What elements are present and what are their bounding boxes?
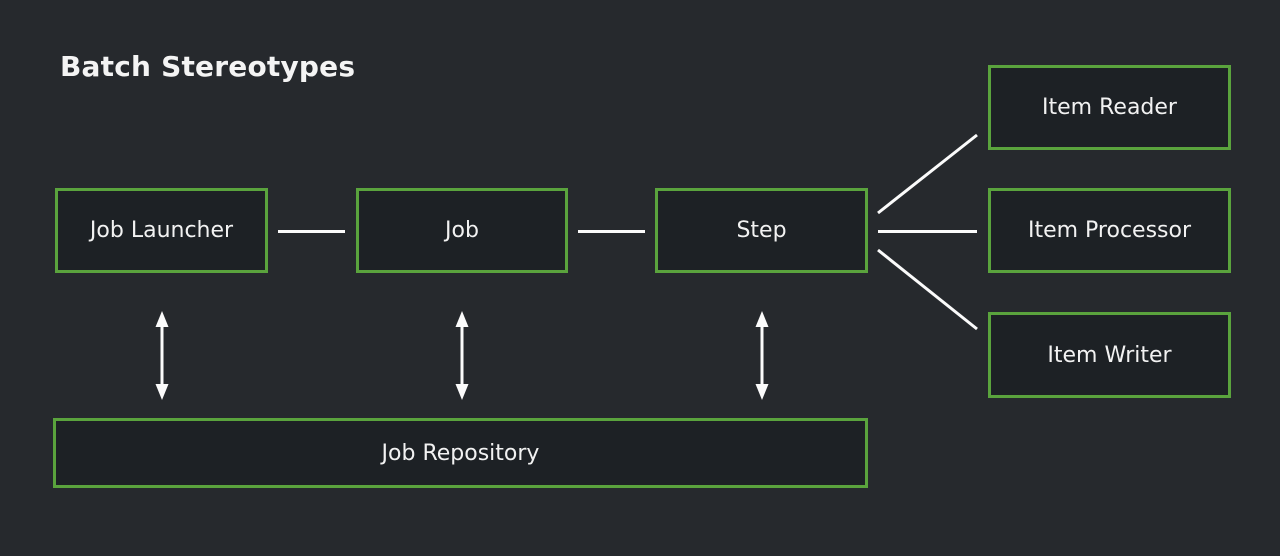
node-job-launcher-label: Job Launcher [89, 218, 234, 243]
node-job-repository-label: Job Repository [381, 440, 540, 466]
node-job: Job [356, 188, 568, 273]
edge-step-item-reader [877, 133, 978, 215]
edge-step-item-writer [877, 248, 978, 331]
arrow-up-icon [455, 311, 469, 327]
node-item-writer-label: Item Writer [1047, 342, 1172, 368]
arrow-down-icon [755, 384, 769, 400]
node-item-reader: Item Reader [988, 65, 1231, 150]
node-item-writer: Item Writer [988, 312, 1231, 398]
node-step-label: Step [736, 218, 787, 243]
double-arrow-step-repository [755, 311, 769, 400]
node-job-launcher: Job Launcher [55, 188, 268, 273]
node-item-processor: Item Processor [988, 188, 1231, 273]
arrow-up-icon [155, 311, 169, 327]
arrow-up-icon [755, 311, 769, 327]
node-job-label: Job [445, 218, 479, 243]
node-job-repository: Job Repository [53, 418, 868, 488]
node-item-processor-label: Item Processor [1027, 218, 1192, 243]
double-arrow-job-launcher-repository [155, 311, 169, 400]
diagram-title: Batch Stereotypes [60, 50, 356, 83]
arrow-down-icon [155, 384, 169, 400]
node-item-reader-label: Item Reader [1042, 95, 1177, 120]
arrow-down-icon [455, 384, 469, 400]
node-step: Step [655, 188, 868, 273]
double-arrow-job-repository [455, 311, 469, 400]
